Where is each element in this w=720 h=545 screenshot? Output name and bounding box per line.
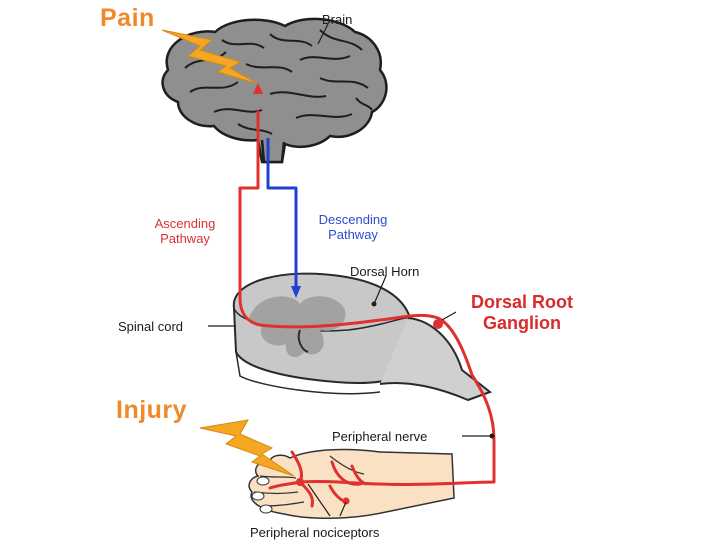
spinal-cord-label: Spinal cord xyxy=(118,319,184,334)
dorsal-horn-label: Dorsal Horn xyxy=(350,264,420,279)
ascending-label-line2: Pathway xyxy=(160,231,210,246)
descending-label-line1: Descending xyxy=(318,212,388,227)
peripheral-nerve-label: Peripheral nerve xyxy=(332,429,428,444)
ascending-label-line1: Ascending xyxy=(154,216,216,231)
spinal-cord-cross-section xyxy=(232,272,493,402)
leader-lines xyxy=(208,23,492,517)
pain-title: Pain xyxy=(100,4,155,32)
drg-label-line1: Dorsal Root xyxy=(470,292,573,312)
injury-title: Injury xyxy=(116,396,188,424)
nociceptor-dot xyxy=(296,478,304,486)
leader-dot xyxy=(489,433,495,439)
ascending-pathway-label: Ascending Pathway xyxy=(140,216,230,246)
peripheral-nociceptors-label: Peripheral nociceptors xyxy=(250,525,380,540)
nociceptor-dot xyxy=(342,497,350,505)
lightning-bolt-icon xyxy=(199,419,295,477)
ascending-arrowhead xyxy=(253,83,263,94)
descending-pathway xyxy=(266,138,298,288)
descending-label-line2: Pathway xyxy=(328,227,378,242)
dorsal-root-ganglion-dot xyxy=(433,319,443,329)
brain-label: Brain xyxy=(322,12,353,27)
descending-arrowhead xyxy=(291,286,301,298)
leader-dot xyxy=(371,301,377,307)
drg-label-line2: Ganglion xyxy=(483,313,561,333)
descending-pathway-label: Descending Pathway xyxy=(300,212,406,242)
dorsal-root-ganglion-label: Dorsal Root Ganglion xyxy=(452,292,592,334)
